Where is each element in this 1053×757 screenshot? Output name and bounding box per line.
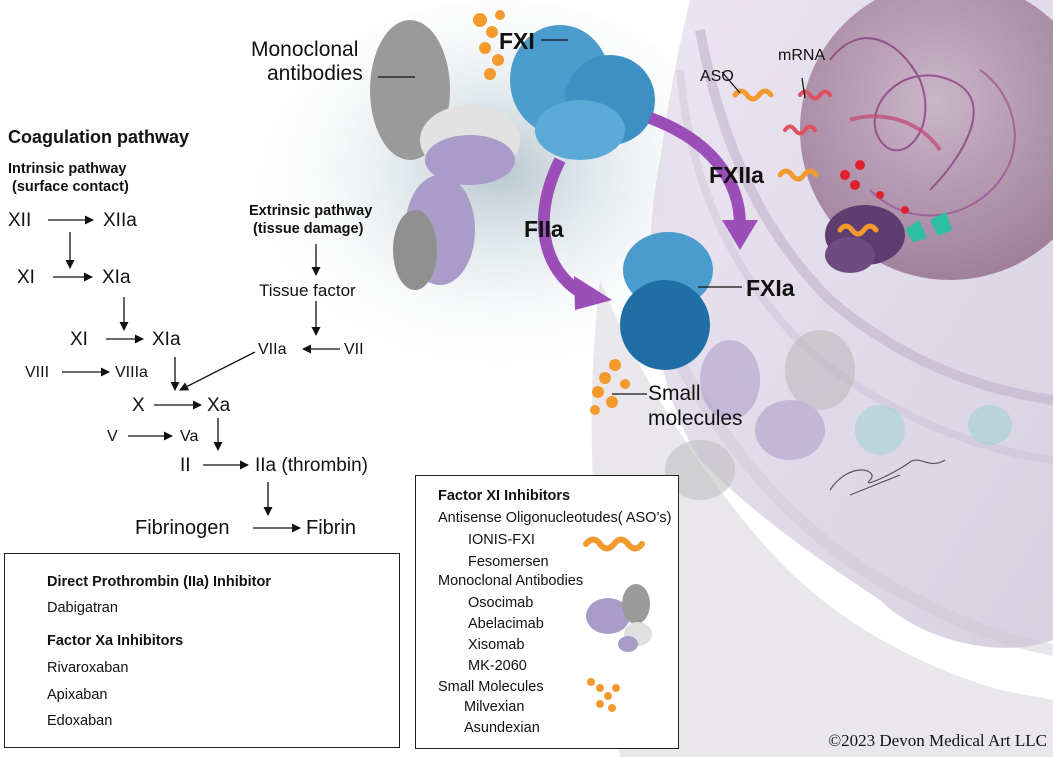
arrow-fxi-to-fxia-via-fxiia bbox=[647, 112, 746, 226]
fxia-protein bbox=[620, 232, 713, 370]
node-xi-1: XI bbox=[17, 267, 35, 288]
mab-header: Monoclonal Antibodies bbox=[438, 573, 584, 589]
node-fibrin: Fibrin bbox=[306, 517, 357, 539]
extrinsic-subtitle: (tissue damage) bbox=[253, 221, 364, 237]
node-xia-1: XIa bbox=[102, 267, 131, 288]
node-viii: VIII bbox=[25, 364, 50, 381]
arrow-fxi-to-fxia-via-fiia bbox=[537, 157, 584, 298]
node-tissue-factor: Tissue factor bbox=[259, 281, 356, 300]
fxi-protein bbox=[510, 25, 655, 160]
node-fibrinogen: Fibrinogen bbox=[135, 517, 230, 539]
monoclonal-antibody-illustration bbox=[370, 20, 520, 290]
direct-iia-header: Direct Prothrombin (IIa) Inhibitor bbox=[47, 574, 271, 590]
label-monoclonal-1: Monoclonal bbox=[251, 38, 359, 61]
artist-signature bbox=[829, 459, 946, 496]
node-xi-2: XI bbox=[70, 329, 88, 350]
aso-header: Antisense Oligonucleotudes( ASO’s) bbox=[438, 510, 672, 526]
sm-item-asundexian: Asundexian bbox=[464, 720, 540, 736]
mab-item-abelacimab: Abelacimab bbox=[468, 616, 544, 632]
label-fxia: FXIa bbox=[746, 275, 795, 301]
aso-item-fesomersen: Fesomersen bbox=[468, 554, 549, 570]
node-vii: VII bbox=[344, 341, 364, 358]
mrna-strands bbox=[783, 89, 832, 136]
aso-item-ionis: IONIS-FXI bbox=[468, 532, 535, 548]
aso-strands bbox=[732, 88, 879, 237]
dabigatran: Dabigatran bbox=[47, 600, 118, 616]
pathway-title: Coagulation pathway bbox=[8, 127, 190, 147]
node-ii: II bbox=[180, 455, 191, 476]
label-aso: ASO bbox=[700, 68, 734, 85]
node-xii: XII bbox=[8, 210, 32, 231]
box-illustrations bbox=[583, 536, 652, 712]
label-fxiia: FXIIa bbox=[709, 162, 764, 188]
label-fiia: FIIa bbox=[524, 216, 564, 242]
aso-strand-icon bbox=[583, 536, 645, 552]
copyright: ©2023 Devon Medical Art LLC bbox=[828, 731, 1047, 750]
node-xa: Xa bbox=[207, 395, 231, 416]
node-x: X bbox=[132, 395, 145, 416]
mab-item-xisomab: Xisomab bbox=[468, 637, 525, 653]
intrinsic-title: Intrinsic pathway bbox=[8, 161, 127, 177]
ribosome bbox=[825, 160, 952, 273]
node-viia: VIIa bbox=[258, 341, 287, 358]
node-xia-2: XIa bbox=[152, 329, 181, 350]
small-molecule-top bbox=[473, 10, 505, 80]
direct-inhibitors-box: Direct Prothrombin (IIa) Inhibitor Dabig… bbox=[4, 553, 400, 748]
node-v: V bbox=[107, 428, 118, 445]
small-molecule-icon bbox=[587, 678, 620, 712]
apixaban: Apixaban bbox=[47, 687, 108, 703]
intrinsic-subtitle: (surface contact) bbox=[12, 179, 129, 195]
sm-item-milvexian: Milvexian bbox=[464, 699, 525, 715]
small-molecule-bottom bbox=[590, 359, 630, 415]
node-va: Va bbox=[180, 428, 199, 445]
factor-xi-inhibitors-box: Factor XI Inhibitors Antisense Oligonucl… bbox=[415, 475, 679, 749]
fxi-box-title: Factor XI Inhibitors bbox=[438, 488, 571, 504]
label-monoclonal-2: antibodies bbox=[267, 62, 363, 85]
node-iia-thrombin: IIa (thrombin) bbox=[255, 455, 368, 476]
xa-inhibitors-header: Factor Xa Inhibitors bbox=[47, 633, 184, 649]
label-small-1: Small bbox=[648, 382, 701, 405]
edoxaban: Edoxaban bbox=[47, 713, 113, 729]
rivaroxaban: Rivaroxaban bbox=[47, 660, 129, 676]
label-small-2: molecules bbox=[648, 407, 743, 430]
mab-item-osocimab: Osocimab bbox=[468, 595, 534, 611]
label-mrna: mRNA bbox=[778, 47, 826, 64]
faint-antibodies bbox=[665, 330, 1012, 500]
sm-header: Small Molecules bbox=[438, 679, 544, 695]
mab-item-mk2060: MK-2060 bbox=[468, 658, 527, 674]
extrinsic-title: Extrinsic pathway bbox=[249, 203, 373, 219]
node-viiia: VIIIa bbox=[115, 364, 148, 381]
label-fxi: FXI bbox=[499, 28, 535, 54]
antibody-icon bbox=[586, 584, 652, 652]
node-xiia: XIIa bbox=[103, 210, 137, 231]
